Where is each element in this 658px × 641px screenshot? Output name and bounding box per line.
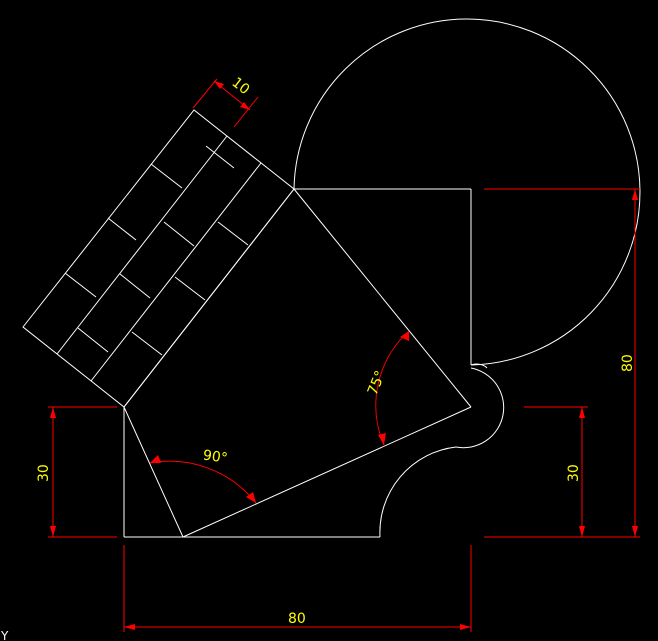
brick-joint xyxy=(150,163,183,189)
brick-joint xyxy=(163,221,195,247)
left-height-label: 30 xyxy=(36,464,52,482)
brick-width-label: 10 xyxy=(229,75,253,99)
large-circle-arc xyxy=(293,18,641,366)
angle-dimension-90[interactable]: 90° xyxy=(149,448,257,504)
brick-joint xyxy=(205,145,235,169)
extension-line xyxy=(192,78,218,109)
main-profile xyxy=(123,18,641,538)
brick-outline xyxy=(22,109,295,408)
right-height-dimension[interactable]: 30 xyxy=(484,406,640,538)
brick-width-dimension[interactable]: 10 xyxy=(192,75,259,128)
circle-height-dimension[interactable]: 80 xyxy=(484,188,640,537)
angle-arc-75 xyxy=(375,330,410,446)
angle-arc-90 xyxy=(149,460,257,504)
arrowhead xyxy=(240,102,250,110)
brick-joint xyxy=(131,331,163,356)
arrowhead xyxy=(632,189,638,200)
angle-label-75: 75° xyxy=(365,368,389,397)
angle-dimension-75[interactable]: 75° xyxy=(365,330,410,446)
triangle-hypotenuse xyxy=(182,406,472,538)
bottom-width-dimension[interactable]: 80 xyxy=(123,545,472,632)
brick-row-line-1 xyxy=(56,135,228,355)
brick-joint xyxy=(119,273,151,299)
arrowhead xyxy=(579,526,585,537)
arrowhead xyxy=(460,624,471,630)
left-height-dimension[interactable]: 30 xyxy=(36,406,117,538)
arrowhead xyxy=(50,526,56,537)
arrowhead xyxy=(400,331,409,341)
brick-joint xyxy=(107,217,137,241)
arrowhead xyxy=(579,407,585,418)
square-upper-edge xyxy=(293,188,472,408)
brick-row-line-2 xyxy=(90,162,262,382)
brick-joint xyxy=(64,272,97,298)
triangle-left-edge xyxy=(123,406,184,538)
right-height-label: 30 xyxy=(566,464,582,482)
arrowhead xyxy=(150,455,161,463)
arrowhead xyxy=(50,407,56,418)
notch-small-arc xyxy=(470,363,488,369)
brick-joint xyxy=(77,327,109,353)
brick-joint xyxy=(174,276,206,301)
arrowhead xyxy=(214,81,224,89)
notch-arc xyxy=(455,367,505,449)
brick-rectangle xyxy=(22,109,295,408)
arrowhead xyxy=(632,526,638,537)
brick-joint xyxy=(217,221,249,246)
ucs-icon: Y xyxy=(0,629,9,641)
arrowhead xyxy=(124,624,135,630)
concave-bottom-arc xyxy=(379,446,457,538)
circle-height-label: 80 xyxy=(620,354,636,372)
extension-line xyxy=(233,96,259,128)
arrowhead xyxy=(246,492,256,503)
bottom-width-label: 80 xyxy=(288,611,306,627)
arrowhead xyxy=(378,433,386,445)
angle-label-90: 90° xyxy=(202,448,229,467)
